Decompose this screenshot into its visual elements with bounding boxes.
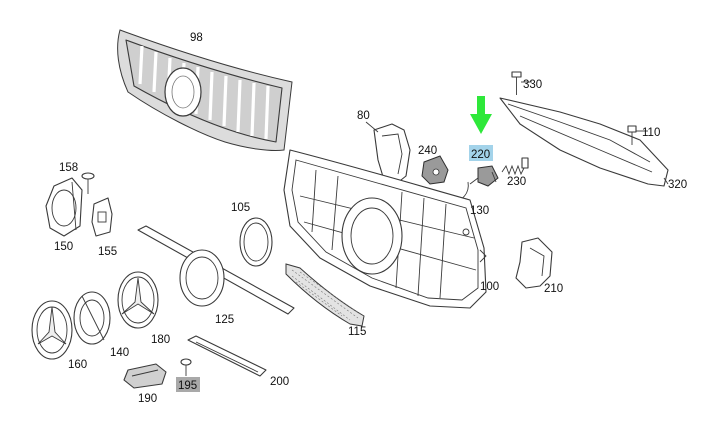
label-240[interactable]: 240 — [418, 145, 437, 157]
label-210[interactable]: 210 — [544, 283, 563, 295]
label-115[interactable]: 115 — [348, 326, 366, 338]
part-230-spring[interactable] — [501, 157, 529, 176]
part-158-screw[interactable] — [81, 172, 95, 194]
part-105-emblem-ring[interactable] — [239, 217, 273, 267]
selected-part-arrow-icon — [470, 96, 492, 134]
label-130[interactable]: 130 — [470, 205, 489, 217]
part-150-camera-housing[interactable] — [45, 177, 83, 237]
label-150[interactable]: 150 — [54, 241, 73, 253]
label-190[interactable]: 190 — [138, 393, 157, 405]
label-200[interactable]: 200 — [270, 376, 289, 388]
label-330[interactable]: 330 — [523, 79, 542, 91]
label-110[interactable]: 110 — [642, 127, 660, 139]
part-210-side-bracket[interactable] — [515, 237, 553, 289]
label-155[interactable]: 155 — [98, 246, 117, 258]
part-140-emblem-carrier[interactable] — [73, 291, 111, 345]
label-230[interactable]: 230 — [507, 176, 526, 188]
part-195-screw[interactable] — [180, 358, 192, 376]
part-200-trim-strip[interactable] — [187, 335, 267, 377]
part-155-camera[interactable] — [91, 197, 113, 237]
part-160-star-emblem[interactable] — [31, 300, 73, 360]
label-98[interactable]: 98 — [190, 32, 203, 44]
part-220-sensor[interactable] — [477, 165, 499, 187]
callout-labels: 98 330 110 320 80 240 220 230 130 158 15… — [54, 32, 687, 405]
part-180-star-emblem[interactable] — [117, 271, 159, 329]
label-105[interactable]: 105 — [231, 202, 250, 214]
label-125[interactable]: 125 — [215, 314, 234, 326]
label-220[interactable]: 220 — [471, 149, 490, 161]
part-98-grille-insert[interactable] — [117, 29, 293, 151]
label-195-highlight — [176, 377, 200, 392]
part-240-sensor-bracket[interactable] — [421, 155, 449, 185]
part-125-trim[interactable] — [137, 225, 295, 315]
label-220-highlight — [469, 145, 493, 161]
label-140[interactable]: 140 — [110, 347, 129, 359]
part-115-mesh-insert[interactable] — [285, 263, 365, 327]
label-100[interactable]: 100 — [480, 281, 499, 293]
part-80-bracket[interactable] — [365, 121, 411, 185]
part-330-bolt[interactable] — [511, 71, 532, 95]
label-195[interactable]: 195 — [178, 380, 197, 392]
label-158[interactable]: 158 — [59, 162, 78, 174]
part-320-cross-member[interactable] — [499, 97, 669, 187]
label-160[interactable]: 160 — [68, 359, 87, 371]
label-320[interactable]: 320 — [668, 179, 687, 191]
part-100-grille-frame[interactable] — [283, 149, 487, 309]
label-180[interactable]: 180 — [151, 334, 170, 346]
part-190-radar-sensor[interactable] — [123, 363, 167, 389]
label-80[interactable]: 80 — [357, 110, 370, 122]
